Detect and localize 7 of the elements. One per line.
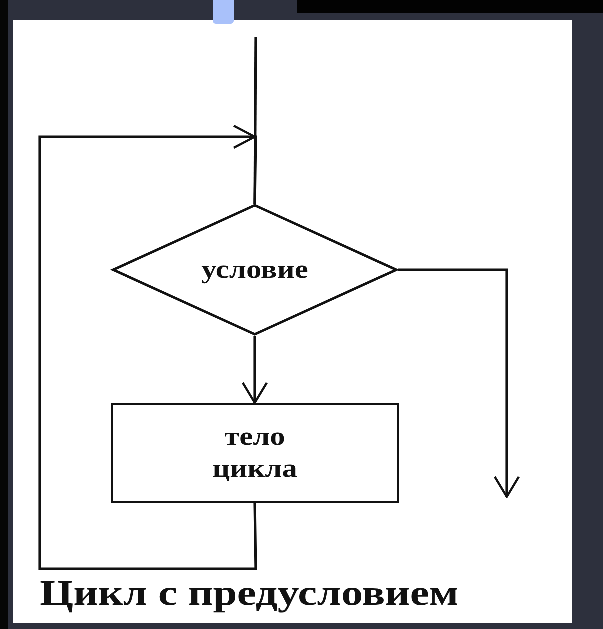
process-box [111,403,399,503]
node-text: условие [200,254,310,286]
decision-diamond [112,204,398,336]
arrow [242,336,268,404]
node-text: тело цикла [212,421,298,485]
caption: Цикл с предусловием [40,573,459,613]
arrow [398,268,520,498]
